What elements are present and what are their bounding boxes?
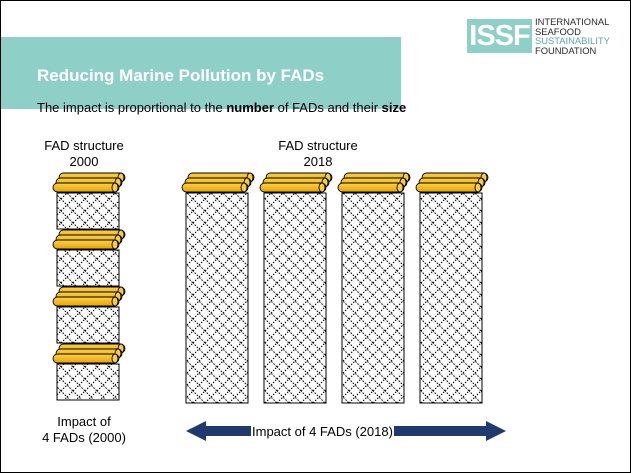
- float-end: [318, 182, 326, 193]
- fad-2018-caption: FAD structure 2018: [263, 138, 373, 170]
- fad-net: [56, 192, 120, 230]
- fad-net: [56, 306, 120, 344]
- impact-line: Impact of: [57, 414, 111, 429]
- float-end: [240, 182, 248, 193]
- caption-line: FAD structure: [44, 138, 124, 153]
- float-end: [111, 353, 119, 364]
- float-cylinder: [52, 239, 120, 250]
- subtitle-text: of FADs and their: [274, 100, 382, 115]
- float-end: [111, 182, 119, 193]
- impact-2000-label: Impact of 4 FADs (2000): [29, 414, 139, 446]
- impact-2018-label: Impact of 4 FADs (2018): [251, 424, 394, 439]
- caption-year: 2018: [303, 154, 333, 169]
- subtitle: The impact is proportional to the number…: [37, 100, 406, 115]
- caption-year: 2000: [69, 154, 99, 169]
- float-cylinder: [259, 182, 327, 193]
- float-cylinder: [415, 182, 483, 193]
- logo-line: SUSTAINABILITY: [535, 35, 610, 47]
- slide-title: Reducing Marine Pollution by FADs: [37, 66, 325, 85]
- fad-2000: [52, 286, 126, 344]
- fad-net: [341, 192, 405, 404]
- float-end: [396, 182, 404, 193]
- logo-line: FOUNDATION: [535, 44, 597, 56]
- fad-2000: [52, 229, 126, 287]
- issf-logo: ISSF INTERNATIONAL SEAFOOD SUSTAINABILIT…: [467, 16, 627, 56]
- caption-line: FAD structure: [278, 138, 358, 153]
- subtitle-emphasis-size: size: [381, 100, 407, 115]
- logo-wordmark: INTERNATIONAL SEAFOOD SUSTAINABILITY FOU…: [535, 17, 610, 55]
- fad-2018: [337, 172, 411, 404]
- fad-net: [419, 192, 483, 404]
- float-end: [111, 239, 119, 250]
- fad-net: [56, 363, 120, 401]
- subtitle-emphasis-number: number: [226, 100, 274, 115]
- float-end: [111, 296, 119, 307]
- float-cylinder: [181, 182, 249, 193]
- float-cylinder: [52, 353, 120, 364]
- fad-2000: [52, 172, 126, 230]
- fad-2018: [415, 172, 489, 404]
- float-cylinder: [52, 296, 120, 307]
- fad-2000-caption: FAD structure 2000: [29, 138, 139, 170]
- fad-2018: [181, 172, 255, 404]
- fad-net: [185, 192, 249, 404]
- impact-line: 4 FADs (2000): [42, 430, 126, 445]
- fad-2018: [259, 172, 333, 404]
- logo-line: SEAFOOD: [535, 25, 581, 37]
- title-bar: [1, 37, 401, 109]
- logo-line: INTERNATIONAL: [535, 16, 610, 27]
- float-cylinder: [52, 182, 120, 193]
- float-end: [474, 182, 482, 193]
- fad-net: [56, 249, 120, 287]
- fad-net: [263, 192, 327, 404]
- subtitle-text: The impact is proportional to the: [37, 100, 227, 115]
- float-cylinder: [337, 182, 405, 193]
- fad-2000: [52, 343, 126, 401]
- logo-mark: ISSF: [467, 19, 532, 53]
